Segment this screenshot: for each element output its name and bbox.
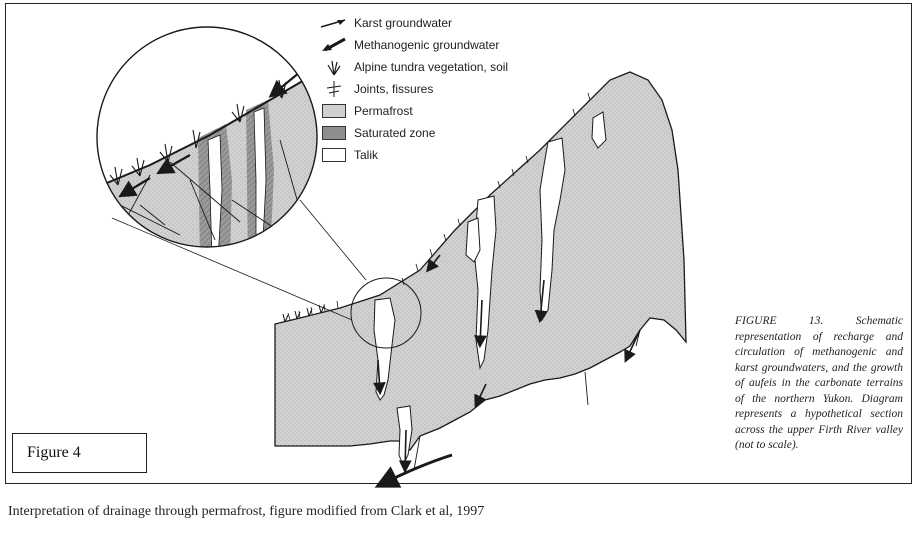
legend: Karst groundwater Methanogenic groundwat… — [314, 12, 508, 166]
figure-label-box: Figure 4 — [12, 433, 147, 473]
permafrost-swatch — [322, 104, 346, 118]
legend-label: Permafrost — [354, 104, 413, 118]
magnified-inset — [90, 27, 330, 260]
talik-swatch — [322, 148, 346, 162]
figure-label: Figure 4 — [27, 444, 81, 462]
legend-label: Joints, fissures — [354, 82, 433, 96]
saturated-zone-swatch — [322, 126, 346, 140]
figure-caption: FIGURE 13. Schematic representation of r… — [735, 314, 903, 454]
legend-item-karst-groundwater: Karst groundwater — [314, 12, 508, 34]
legend-label: Methanogenic groundwater — [354, 38, 499, 52]
legend-label: Karst groundwater — [354, 16, 452, 30]
legend-item-tundra-vegetation: Alpine tundra vegetation, soil — [314, 56, 508, 78]
tundra-vegetation-icon — [314, 57, 354, 77]
legend-item-talik: Talik — [314, 144, 508, 166]
legend-label: Alpine tundra vegetation, soil — [354, 60, 508, 74]
interpretation-text: Interpretation of drainage through perma… — [8, 504, 484, 520]
legend-item-joints-fissures: Joints, fissures — [314, 78, 508, 100]
legend-item-methanogenic-groundwater: Methanogenic groundwater — [314, 34, 508, 56]
karst-groundwater-arrow-icon — [314, 13, 354, 33]
inset-connector-upper — [300, 200, 366, 280]
legend-item-saturated-zone: Saturated zone — [314, 122, 508, 144]
methanogenic-groundwater-arrow-icon — [314, 35, 354, 55]
joints-fissures-icon — [314, 79, 354, 99]
legend-item-permafrost: Permafrost — [314, 100, 508, 122]
legend-label: Talik — [354, 148, 378, 162]
legend-label: Saturated zone — [354, 126, 435, 140]
